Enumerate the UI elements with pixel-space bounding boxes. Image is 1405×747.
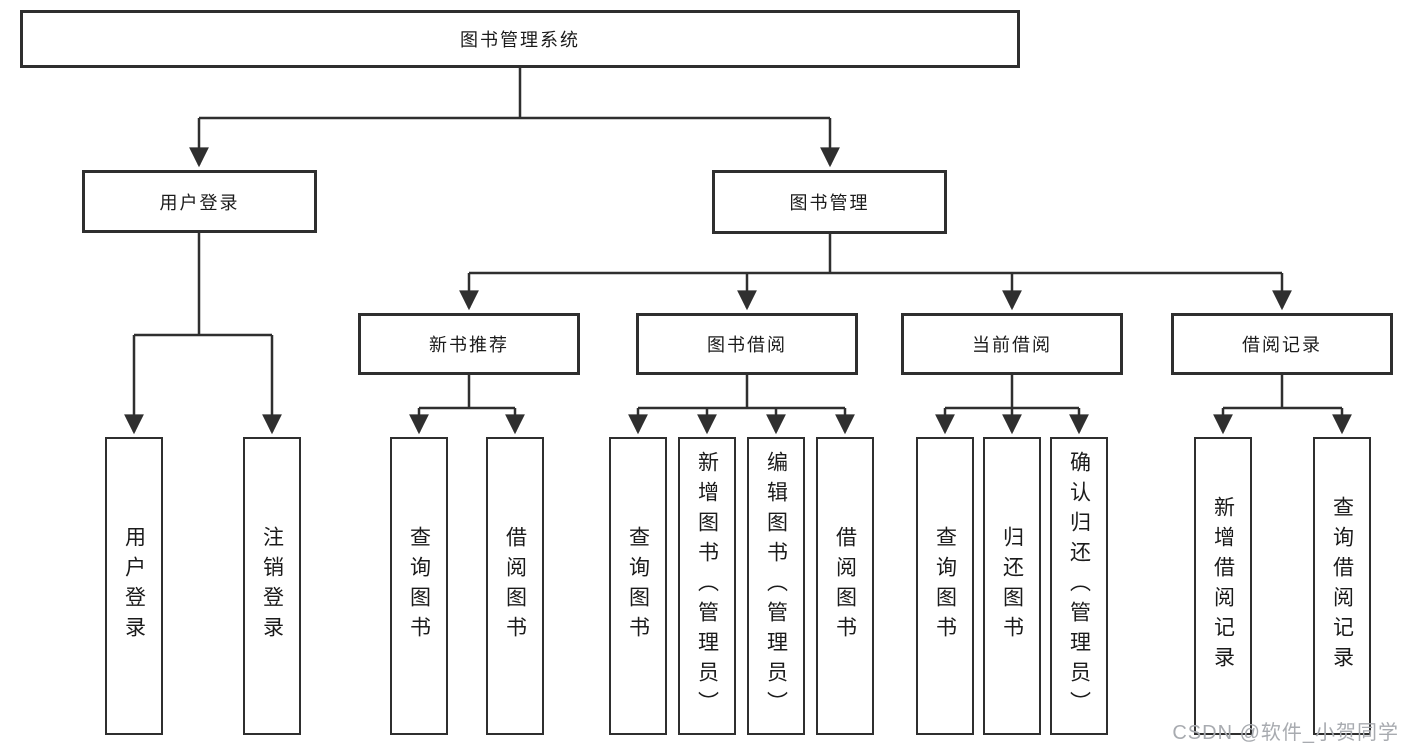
leaf-query-books-current: 查询图书 (916, 437, 974, 735)
csdn-watermark: CSDN @软件_小贺同学 (1172, 722, 1399, 744)
leaf-query-books-newbook-label: 查询图书 (407, 526, 431, 646)
leaf-borrow-books-newbook-label: 借阅图书 (503, 526, 527, 646)
node-book-borrow-label: 图书借阅 (707, 335, 787, 355)
node-current-borrow-label: 当前借阅 (972, 335, 1052, 355)
leaf-add-book-admin: 新增图书（管理员） (678, 437, 736, 735)
leaf-logout-label: 注销登录 (260, 526, 284, 646)
node-new-book-recommend: 新书推荐 (358, 313, 580, 375)
node-user-login-label: 用户登录 (159, 192, 240, 213)
leaf-add-borrow-record: 新增借阅记录 (1194, 437, 1252, 735)
node-book-management-label: 图书管理 (789, 193, 870, 213)
leaf-edit-book-admin: 编辑图书（管理员） (747, 437, 805, 735)
leaf-user-login: 用户登录 (105, 437, 163, 735)
node-book-management: 图书管理 (712, 170, 947, 234)
leaf-query-books-newbook: 查询图书 (390, 437, 448, 735)
leaf-add-book-admin-label: 新增图书（管理员） (695, 451, 719, 721)
leaf-user-login-label: 用户登录 (122, 526, 146, 646)
leaf-logout: 注销登录 (243, 437, 301, 735)
leaf-edit-book-admin-label: 编辑图书（管理员） (764, 451, 788, 721)
node-borrow-records: 借阅记录 (1171, 313, 1393, 375)
leaf-add-borrow-record-label: 新增借阅记录 (1211, 496, 1235, 676)
leaf-query-borrow-record: 查询借阅记录 (1313, 437, 1371, 735)
leaf-confirm-return-admin-label: 确认归还（管理员） (1067, 451, 1091, 721)
node-root-system: 图书管理系统 (20, 10, 1020, 68)
leaf-confirm-return-admin: 确认归还（管理员） (1050, 437, 1108, 735)
node-book-borrow: 图书借阅 (636, 313, 858, 375)
leaf-borrow-books-borrow: 借阅图书 (816, 437, 874, 735)
node-new-book-recommend-label: 新书推荐 (429, 335, 509, 355)
leaf-query-books-borrow-label: 查询图书 (626, 526, 650, 646)
leaf-query-borrow-record-label: 查询借阅记录 (1330, 496, 1354, 676)
leaf-query-books-current-label: 查询图书 (933, 526, 957, 646)
node-user-login: 用户登录 (82, 170, 317, 233)
node-borrow-records-label: 借阅记录 (1242, 335, 1322, 355)
leaf-return-book-label: 归还图书 (1000, 526, 1024, 646)
leaf-query-books-borrow: 查询图书 (609, 437, 667, 735)
leaf-return-book: 归还图书 (983, 437, 1041, 735)
leaf-borrow-books-borrow-label: 借阅图书 (833, 526, 857, 646)
leaf-borrow-books-newbook: 借阅图书 (486, 437, 544, 735)
node-current-borrow: 当前借阅 (901, 313, 1123, 375)
node-root-label: 图书管理系统 (460, 30, 580, 50)
